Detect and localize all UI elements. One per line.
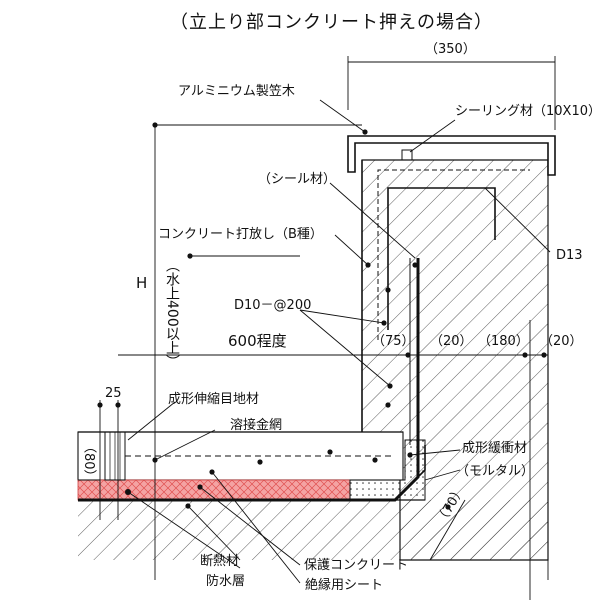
- dim-80: （80）: [81, 440, 96, 483]
- label-mortar: （モルタル）: [456, 464, 535, 479]
- label-sealing: シーリング材（10X10）: [455, 104, 600, 119]
- rebar-d13: [377, 169, 530, 340]
- label-exposed-concrete: コンクリート打放し（B種）: [158, 227, 323, 242]
- dim-20b: （20）: [540, 334, 583, 349]
- dimension-lines: [78, 56, 556, 600]
- leader-lines: [127, 99, 551, 584]
- dim-20a: （20）: [430, 334, 473, 349]
- label-waterproof: 防水層: [206, 574, 246, 589]
- label-height-h: H: [136, 274, 148, 292]
- label-rebar-d13: D13: [556, 248, 583, 263]
- label-seal-material: （シール材）: [258, 172, 337, 187]
- label-aluminum-coping: アルミニウム製笠木: [178, 84, 295, 99]
- label-protective-concrete: 保護コンクリート: [304, 558, 409, 573]
- label-welded-mesh: 溶接金網: [230, 418, 283, 433]
- dim-180: （180）: [478, 334, 529, 349]
- label-height-note: （水上400以上）: [164, 258, 180, 369]
- aluminum-coping: [347, 135, 556, 176]
- page-title: （立上り部コンクリート押えの場合）: [170, 12, 493, 33]
- label-extent-600: 600程度: [228, 332, 287, 350]
- dim-25: 25: [105, 386, 122, 401]
- label-insulation: 断熱材: [200, 554, 240, 569]
- dim-75: （75）: [372, 334, 415, 349]
- label-rebar-d10: D10－@200: [234, 298, 312, 313]
- label-formed-buffer: 成形緩衝材: [462, 441, 528, 456]
- insulation-layer: [77, 479, 351, 501]
- label-insulating-sheet: 絶縁用シート: [305, 578, 384, 593]
- dim-350: （350）: [425, 42, 476, 57]
- roof-slab: [78, 499, 548, 560]
- label-formed-joint: 成形伸縮目地材: [168, 392, 260, 407]
